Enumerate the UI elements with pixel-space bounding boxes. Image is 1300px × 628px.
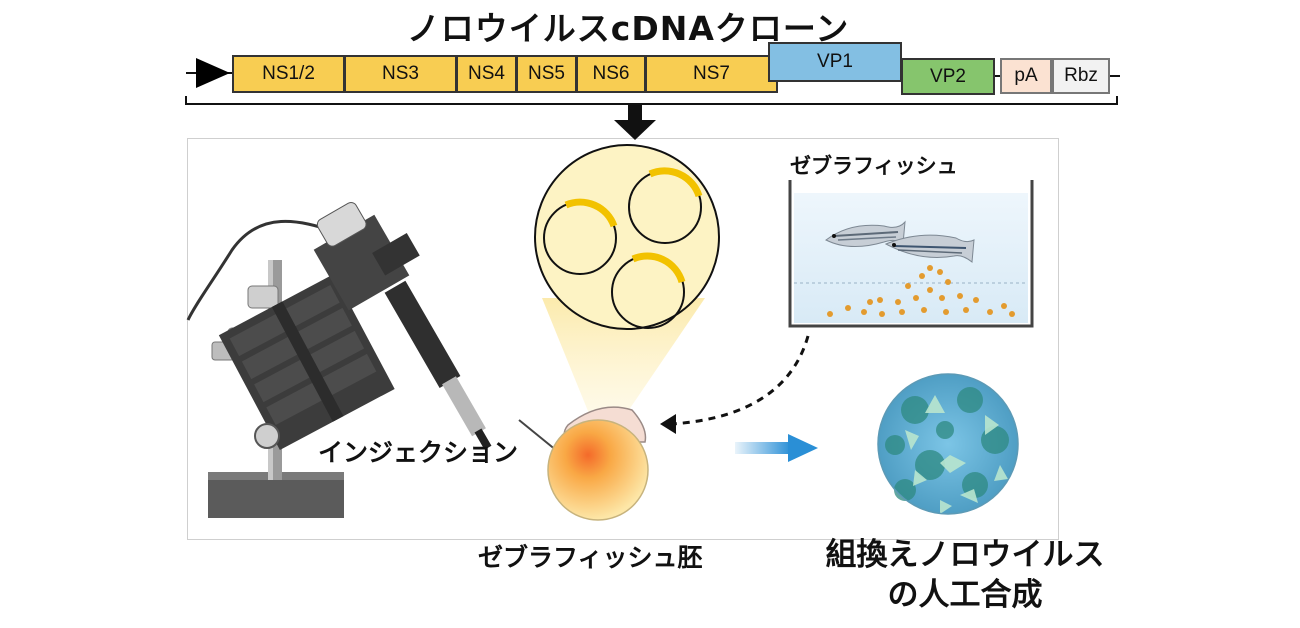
zoom-beam [542,298,705,448]
flow-arrow [735,434,818,462]
segment-pa: pA [1000,58,1052,94]
segment-ns5: NS5 [516,55,577,93]
diagram-title: ノロウイルスcDNAクローン [406,9,850,48]
embryo-label: ゼブラフィッシュ胚 [478,543,703,572]
virus-particle-icon [877,373,1019,515]
synthesis-label-line1: 組換えノロウイルス [825,537,1105,573]
synthesis-label: 組換えノロウイルス の人工合成 [808,535,1122,615]
segment-ns12: NS1/2 [232,55,345,93]
segment-ns4: NS4 [456,55,517,93]
promoter-arrow-icon [196,58,230,88]
microinjector-icon [186,202,563,518]
embryo-icon [547,406,649,521]
down-arrow-icon [614,105,656,140]
dashed-arrow [660,335,810,434]
segment-ns7: NS7 [645,55,778,93]
genome-bracket [185,96,1118,105]
fish-tank-icon [788,180,1034,328]
segment-rbz: Rbz [1052,58,1110,94]
zebrafish-label: ゼブラフィッシュ [790,154,958,178]
plasmid-icon [534,144,720,330]
segment-ns6: NS6 [576,55,646,93]
segment-vp1: VP1 [768,42,902,82]
segment-vp2: VP2 [901,58,995,95]
synthesis-label-line2: の人工合成 [887,577,1043,613]
injection-label: インジェクション [318,438,519,467]
